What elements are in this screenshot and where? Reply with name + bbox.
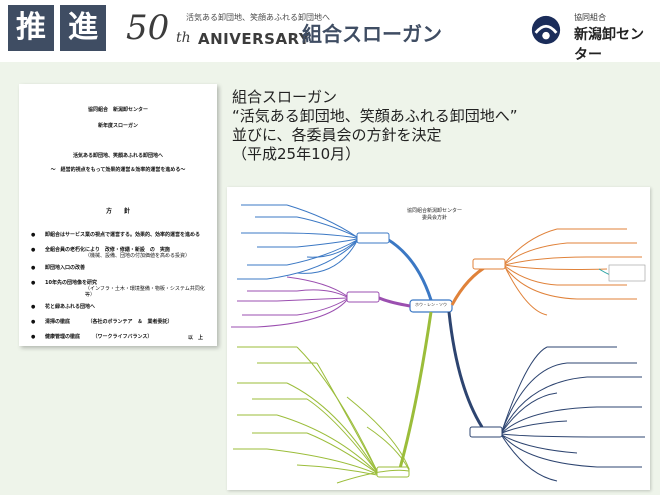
policy-item-text: 健康管理の徹底 （ワークライフバランス） xyxy=(45,334,153,340)
committee-mindmap-image: 協同組合新潟卸センター 委員会方針 ホウ・レン・ソウ xyxy=(227,187,650,490)
document-slogan: 活気ある卸団地、笑顔あふれる卸団地へ xyxy=(72,153,163,159)
policy-item-text: 清掃の徹底 （各社のボランテア ＆ 業者委託） xyxy=(45,319,173,325)
policy-item: ● 10年先の団地像を研究（インフラ・土木・環境整備・物販・システム共同化等） xyxy=(31,280,211,298)
mindmap-title-line-1: 協同組合新潟卸センター xyxy=(407,208,463,214)
policy-item: ● 卸団地入口の改善 xyxy=(31,265,211,271)
slogan-text: 組合スローガン “活気ある卸団地、笑顔あふれる卸団地へ” 並びに、各委員会の方針… xyxy=(232,88,632,164)
anniversary-logo: 50 活気ある卸団地、笑顔あふれる卸団地へ th ANIVERSARY xyxy=(126,8,330,54)
bullet-icon: ● xyxy=(31,304,36,310)
anniversary-motto: 活気ある卸団地、笑顔あふれる卸団地へ xyxy=(186,13,330,22)
header: 推 進 50 活気ある卸団地、笑顔あふれる卸団地へ th ANIVERSARY … xyxy=(0,0,660,63)
slogan-line-3: 並びに、各委員会の方針を決定 xyxy=(232,126,442,144)
header-tag-2: 進 xyxy=(60,5,106,51)
policy-item-text: 10年先の団地像を研究 xyxy=(45,280,97,286)
policy-item: ● 卸組合はサービス業の視点で運営する。効果的、効率的運営を進める xyxy=(31,232,211,238)
anniversary-word: ANIVERSARY xyxy=(198,30,311,48)
slogan-line-4: （平成25年10月） xyxy=(232,145,361,163)
header-tag-1: 推 xyxy=(8,5,54,51)
document-year: 新年度スローガン xyxy=(97,123,138,129)
policy-item: ● 全組合員の老朽化により 改修・修繕・新設 の 実施（機械、設備、団地の付加価値… xyxy=(31,247,211,259)
slogan-line-2: “活気ある卸団地、笑顔あふれる卸団地へ” xyxy=(232,107,518,125)
content-area: 協同組合 新潟卸センター 新年度スローガン 活気ある卸団地、笑顔あふれる卸団地へ… xyxy=(0,62,660,495)
policy-item: ● 健康管理の徹底 （ワークライフバランス） xyxy=(31,334,211,340)
policy-item-note: （機械、設備、団地の付加価値を高める投資） xyxy=(85,253,191,259)
bullet-icon: ● xyxy=(31,232,36,238)
policy-item-text: 花と緑あふれる団地へ xyxy=(45,304,96,310)
policy-item-text: 卸組合はサービス業の視点で運営する。効果的、効率的運営を進める xyxy=(45,232,201,238)
bullet-icon: ● xyxy=(31,319,36,325)
logo-big-text: 新潟卸センター xyxy=(574,27,644,63)
policy-item: ● 清掃の徹底 （各社のボランテア ＆ 業者委託） xyxy=(31,319,211,325)
document-end: 以 上 xyxy=(187,335,203,341)
mindmap-graphic xyxy=(231,204,646,484)
document-org: 協同組合 新潟卸センター xyxy=(87,107,148,113)
company-logo: 協同組合 新潟卸センター xyxy=(530,8,652,63)
document-subtitle: ～ 経営的視点をもって効果的運営＆効率的運営を進める～ xyxy=(50,167,186,173)
policy-item: ● 花と緑あふれる団地へ xyxy=(31,304,211,310)
page-title: 組合スローガン xyxy=(302,22,442,46)
anniversary-suffix: th xyxy=(176,30,191,46)
anniversary-number: 50 xyxy=(126,8,170,48)
bullet-icon: ● xyxy=(31,265,36,271)
logo-small-text: 協同組合 xyxy=(574,13,606,22)
company-logo-icon xyxy=(531,15,561,45)
policy-item-note: （インフラ・土木・環境整備・物販・システム共同化等） xyxy=(85,286,205,298)
policy-item-text: 卸団地入口の改善 xyxy=(45,265,86,271)
document-policy-list: ● 卸組合はサービス業の視点で運営する。効果的、効率的運営を進める ● 全組合員の老朽… xyxy=(31,232,211,349)
policy-item-text: 全組合員の老朽化により 改修・修繕・新設 の 実施 xyxy=(45,247,170,253)
mindmap-title-line-2: 委員会方針 xyxy=(422,215,448,221)
bullet-icon: ● xyxy=(31,247,36,253)
mindmap-title: 協同組合新潟卸センター 委員会方針 xyxy=(407,207,462,221)
policy-document: 協同組合 新潟卸センター 新年度スローガン 活気ある卸団地、笑顔あふれる卸団地へ… xyxy=(19,84,217,346)
bullet-icon: ● xyxy=(31,334,36,340)
slogan-line-1: 組合スローガン xyxy=(232,88,338,106)
mindmap-center-label: ホウ・レン・ソウ xyxy=(415,302,447,307)
document-policy-heading: 方 針 xyxy=(105,208,130,215)
bullet-icon: ● xyxy=(31,280,36,286)
